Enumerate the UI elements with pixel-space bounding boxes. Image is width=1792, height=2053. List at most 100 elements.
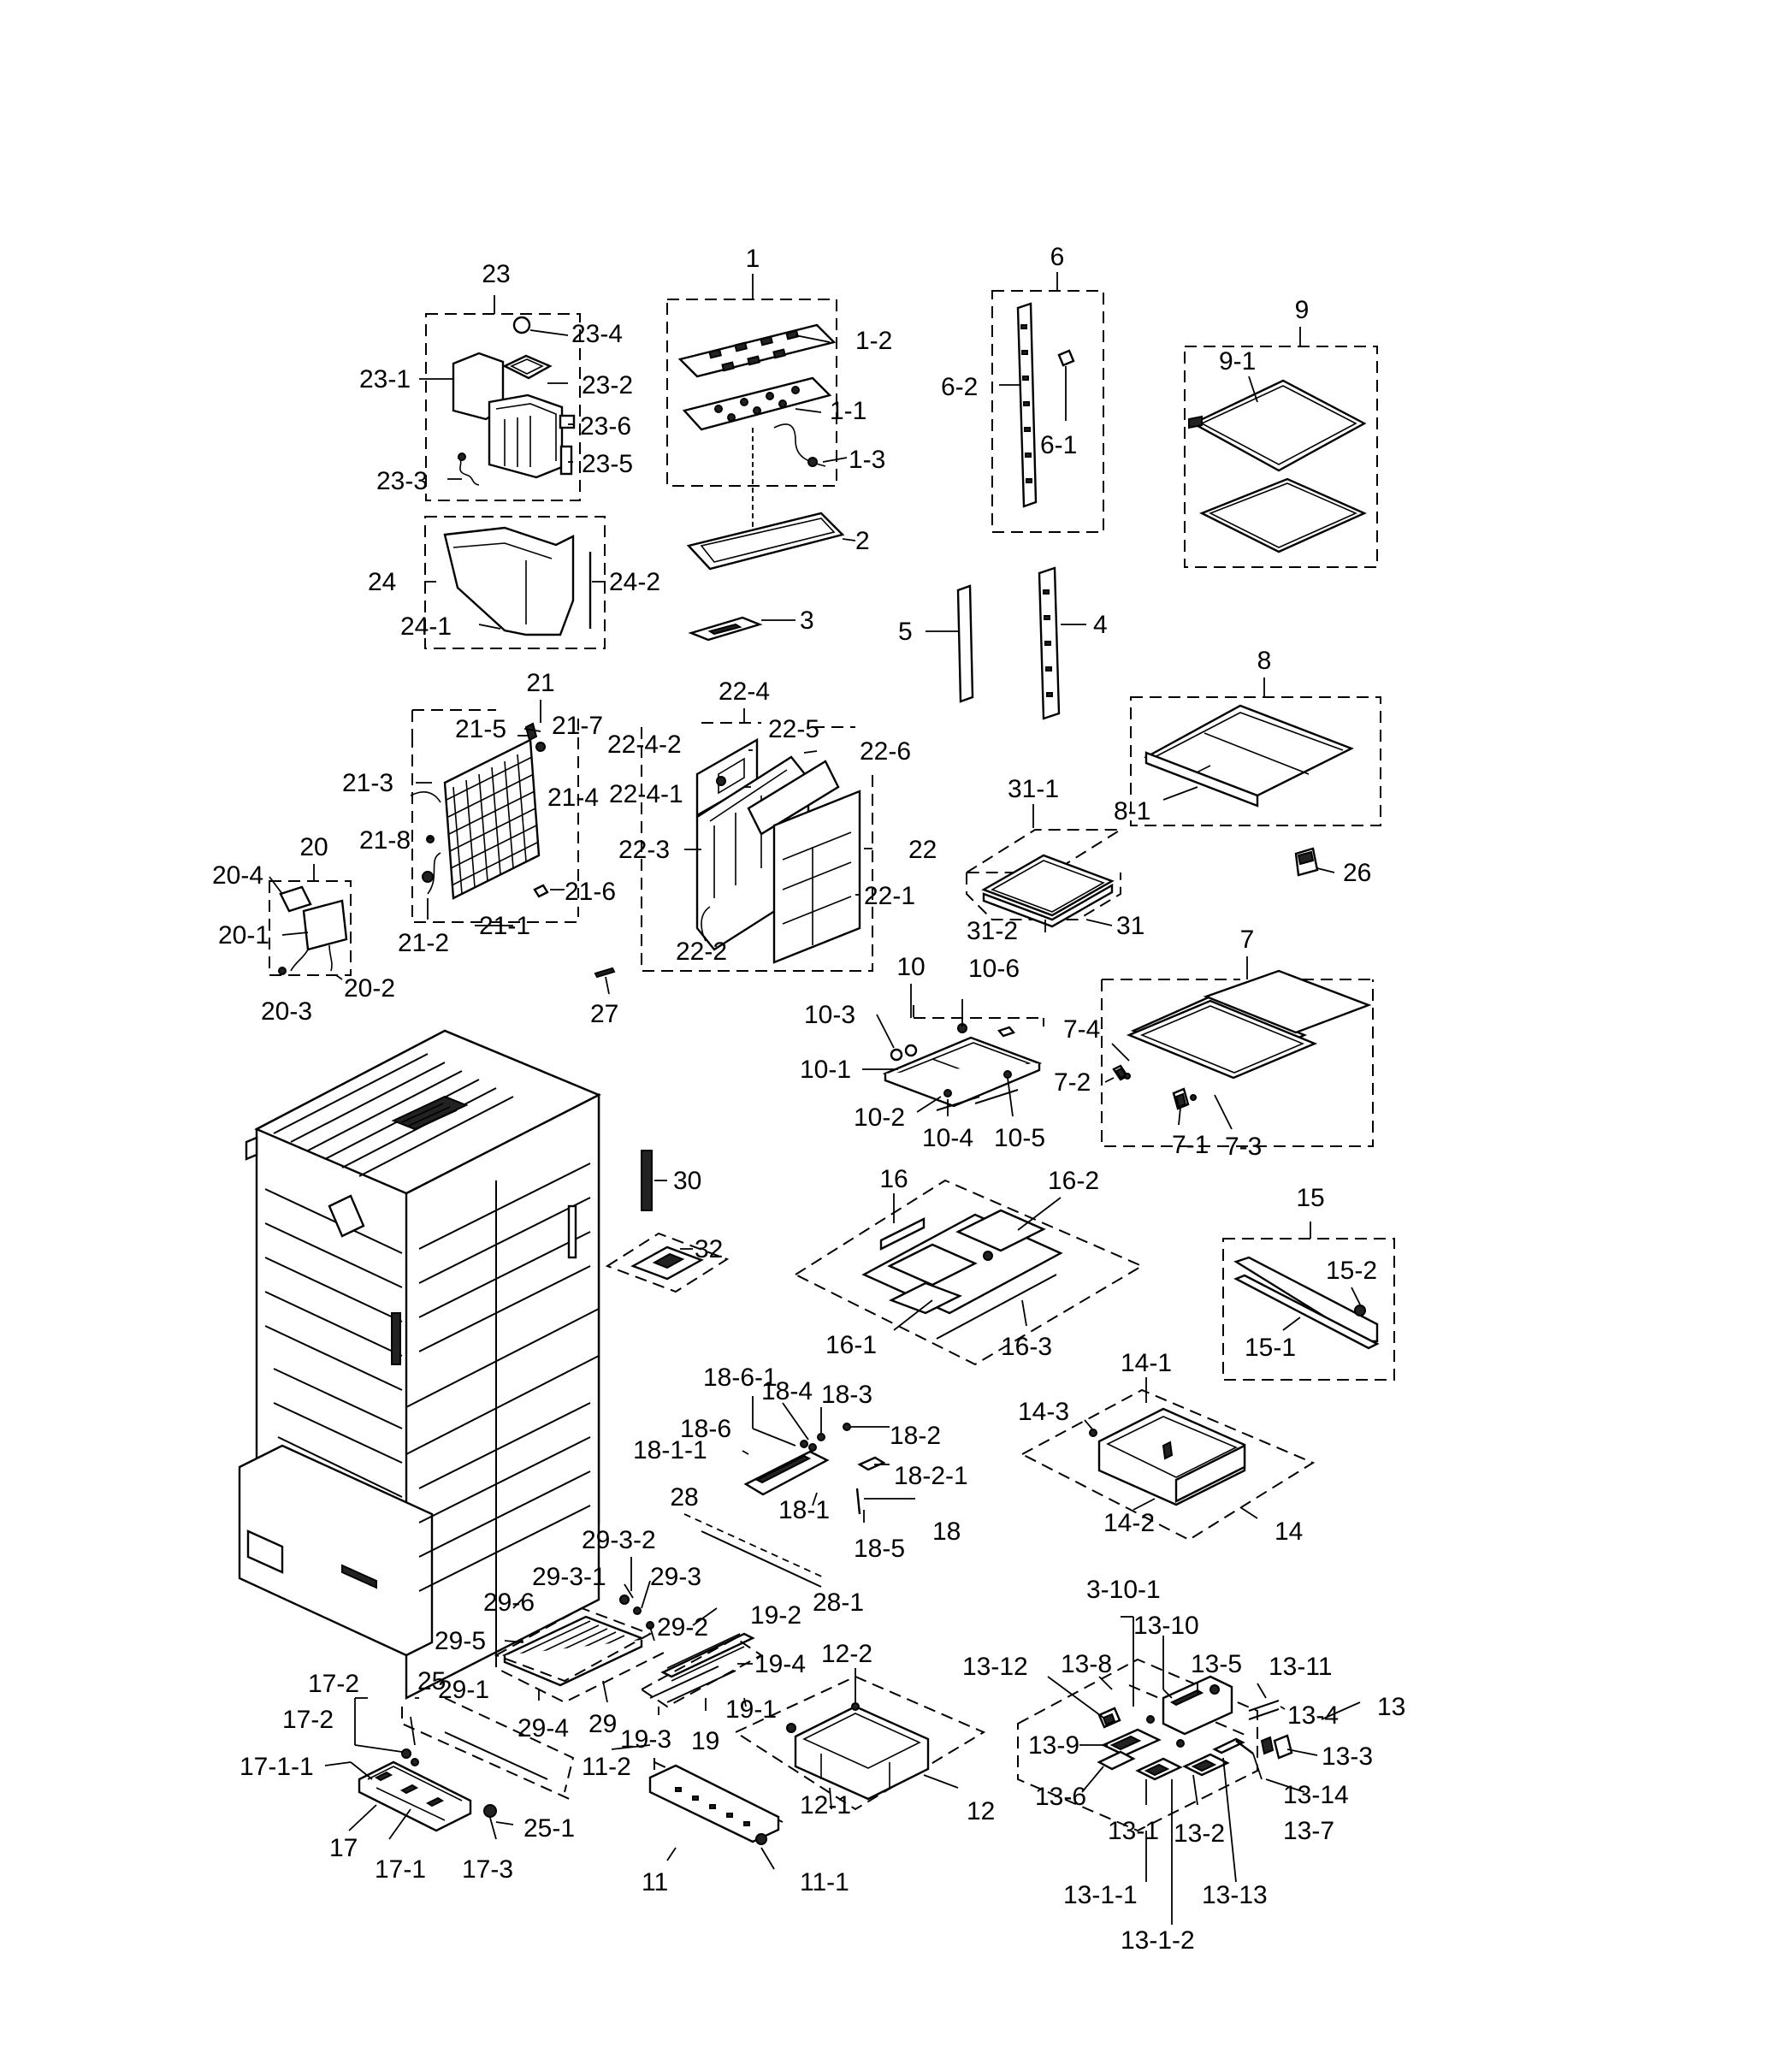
label-7-4: 7-4: [1063, 1015, 1100, 1044]
label-13-7: 13-7: [1283, 1817, 1334, 1845]
glass-shelf-pane: [1199, 477, 1367, 553]
label-18-1-1: 18-1-1: [633, 1436, 707, 1464]
label-19-1: 19-1: [725, 1695, 777, 1724]
rail-28: [701, 1530, 822, 1588]
slide-cover-18-1: [743, 1450, 830, 1496]
label-15-2: 15-2: [1326, 1257, 1377, 1285]
group-22-duct: 22-4 22-4-2 22-5 22-6 22-4-1 22-3 22 22-…: [607, 677, 937, 972]
label-10-1: 10-1: [800, 1056, 851, 1084]
label-8: 8: [1257, 647, 1272, 675]
label-14-3: 14-3: [1018, 1398, 1069, 1426]
part-30: [641, 1150, 653, 1211]
label-20-1: 20-1: [218, 921, 269, 950]
ice-maker-cover: [502, 354, 553, 380]
label-7-2: 7-2: [1054, 1068, 1091, 1097]
label-22-4-2: 22-4-2: [607, 731, 682, 759]
label-1-1: 1-1: [830, 397, 866, 425]
label-29: 29: [588, 1710, 617, 1738]
label-22-6: 22-6: [860, 737, 911, 766]
cabinet-control-box: [328, 1194, 365, 1238]
group-22-box: [641, 727, 873, 972]
label-7-3: 7-3: [1225, 1133, 1262, 1161]
label-18-2: 18-2: [890, 1422, 941, 1450]
label-21-8: 21-8: [359, 826, 411, 855]
label-16-1: 16-1: [825, 1331, 877, 1359]
ice-maker-sensor: [559, 445, 573, 476]
label-2: 2: [855, 527, 870, 555]
label-15: 15: [1296, 1184, 1324, 1212]
lever-base-13-6: [1097, 1750, 1136, 1771]
label-29-4: 29-4: [517, 1714, 569, 1742]
label-28: 28: [670, 1483, 698, 1512]
group-23-box: [425, 313, 581, 501]
group-28-29-19-tray: 28 29-3-2 29-3-1 29-3 29-6 28-1 19-2 29-…: [435, 1483, 872, 1755]
part-30-32: 30 32: [605, 1150, 730, 1293]
group-16-divider: 16 16-2 16-1 16-3: [793, 1165, 1144, 1366]
rail-25: [444, 1731, 548, 1780]
lever-13-14: [1235, 1740, 1254, 1754]
label-1-3: 1-3: [849, 446, 885, 474]
label-21-1: 21-1: [479, 912, 530, 940]
group-13-box: [1017, 1658, 1258, 1832]
label-3-10-1: 3-10-1: [1086, 1576, 1161, 1604]
group-7-shelf: 7 7-4 7-2 7-1 7-3: [1054, 926, 1374, 1161]
label-9-1: 9-1: [1219, 347, 1256, 376]
label-20-4: 20-4: [212, 861, 263, 890]
label-18-1: 18-1: [778, 1496, 830, 1524]
label-23-6: 23-6: [580, 412, 631, 441]
shelf-glass-7b: [1203, 969, 1372, 1034]
label-23-4: 23-4: [571, 320, 623, 348]
label-31-2: 31-2: [967, 917, 1018, 945]
group-24-ice-bucket: 24 24-1 24-2: [368, 516, 660, 649]
group-12-box: [733, 1675, 986, 1811]
label-13-10: 13-10: [1133, 1612, 1199, 1640]
damper-motor: [302, 899, 348, 951]
label-27: 27: [590, 1000, 618, 1028]
group-20-box: [269, 880, 352, 976]
cover-17: [358, 1760, 472, 1832]
label-20-3: 20-3: [261, 997, 312, 1026]
label-21-4: 21-4: [547, 784, 599, 812]
label-7-1: 7-1: [1172, 1131, 1209, 1159]
label-22-5: 22-5: [768, 715, 819, 743]
cabinet-base: [238, 1444, 434, 1657]
slide-pin-18-5: [855, 1488, 861, 1515]
label-10: 10: [896, 953, 925, 981]
evaporator-coil: [443, 738, 541, 900]
duct-seal-22-6: [747, 760, 840, 836]
lever-13-13: [1212, 1737, 1245, 1754]
label-25-1: 25-1: [523, 1814, 575, 1843]
label-8-1: 8-1: [1114, 797, 1150, 825]
lever-13-3: [1273, 1734, 1293, 1760]
group-9-box: [1184, 346, 1378, 568]
label-13-3: 13-3: [1322, 1742, 1373, 1771]
label-22-4-1: 22-4-1: [609, 780, 683, 808]
label-18-6: 18-6: [680, 1415, 731, 1443]
label-13-1: 13-1: [1108, 1817, 1159, 1845]
label-7: 7: [1240, 926, 1255, 954]
label-29-2: 29-2: [657, 1613, 708, 1642]
label-17-2-a: 17-2: [308, 1670, 359, 1698]
cover-11: [648, 1764, 780, 1843]
group-1-panel: 1 1-2 1-1 1-3: [666, 245, 892, 547]
group-12-drawer: 12-1 12: [733, 1668, 995, 1825]
label-1-2: 1-2: [855, 327, 892, 355]
label-13-4: 13-4: [1287, 1701, 1339, 1730]
label-22-4: 22-4: [719, 677, 770, 706]
label-16-3: 16-3: [1001, 1333, 1052, 1361]
group-14-drawer: 14-1 14-3 14-2 14: [1018, 1349, 1316, 1546]
label-14: 14: [1275, 1518, 1303, 1546]
label-19: 19: [691, 1727, 719, 1755]
group-17-25-11: 17-2 25 17-2 17-1-1 11-2 17 25-1 17-1 17…: [240, 1667, 849, 1896]
label-20-2: 20-2: [344, 974, 395, 1003]
group-7-box: [1101, 979, 1374, 1147]
label-13: 13: [1377, 1693, 1405, 1721]
ice-maker-knob: [512, 316, 531, 334]
label-19-2: 19-2: [750, 1601, 801, 1630]
label-17: 17: [329, 1834, 358, 1862]
part-2-3: 2 3: [686, 512, 870, 642]
label-28-1: 28-1: [813, 1589, 864, 1617]
label-12-1: 12-1: [800, 1791, 851, 1819]
label-6-2: 6-2: [941, 373, 978, 401]
